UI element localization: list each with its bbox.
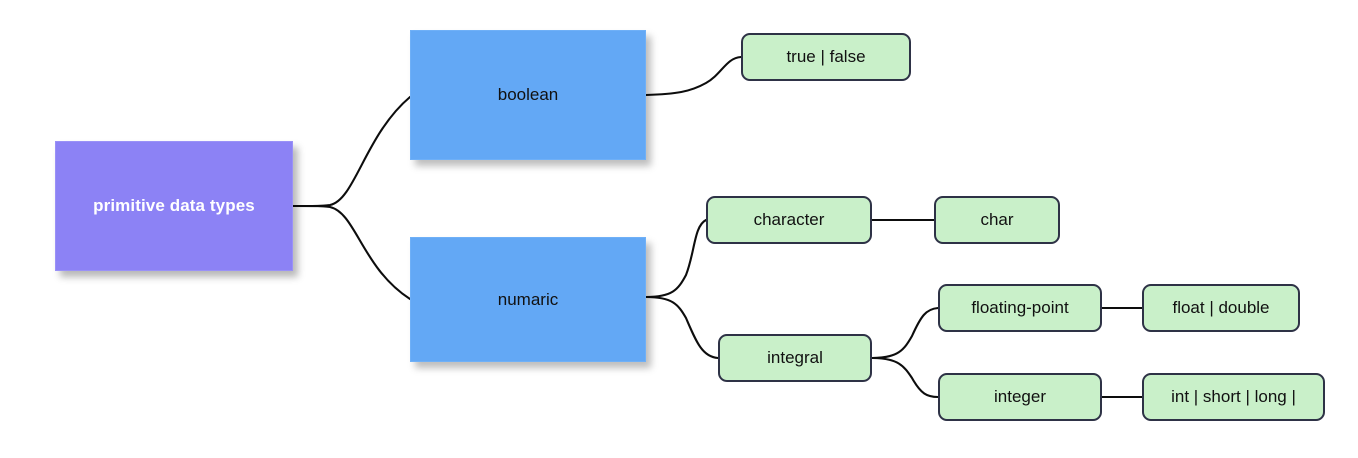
node-boolean[interactable]: boolean — [410, 30, 646, 160]
node-label: character — [753, 210, 825, 230]
edge-root-boolean — [291, 95, 412, 208]
node-label: integral — [767, 348, 823, 368]
node-label: true | false — [786, 47, 866, 67]
node-char[interactable]: char — [934, 196, 1060, 244]
node-label: boolean — [497, 85, 559, 105]
node-label: floating-point — [971, 298, 1069, 318]
edge-root-numaric — [291, 204, 412, 301]
edge-integral-integer — [870, 356, 940, 399]
edge-numaric-integral — [644, 295, 720, 360]
node-label: float | double — [1172, 298, 1270, 318]
node-character[interactable]: character — [706, 196, 872, 244]
node-numaric[interactable]: numaric — [410, 237, 646, 362]
node-label: char — [980, 210, 1014, 230]
node-floating-point[interactable]: floating-point — [938, 284, 1102, 332]
node-integral[interactable]: integral — [718, 334, 872, 382]
edge-numaric-character — [644, 218, 708, 299]
edge-boolean-truefalse — [644, 55, 743, 97]
node-label: primitive data types — [93, 196, 255, 216]
node-label: integer — [994, 387, 1046, 407]
node-label: int | short | long | — [1171, 387, 1296, 407]
node-float-double[interactable]: float | double — [1142, 284, 1300, 332]
node-integer[interactable]: integer — [938, 373, 1102, 421]
edge-integral-floatingpoint — [870, 306, 940, 360]
node-true-false[interactable]: true | false — [741, 33, 911, 81]
node-label: numaric — [497, 289, 559, 309]
node-primitive-data-types[interactable]: primitive data types — [55, 141, 293, 271]
node-int-short-long[interactable]: int | short | long | — [1142, 373, 1325, 421]
